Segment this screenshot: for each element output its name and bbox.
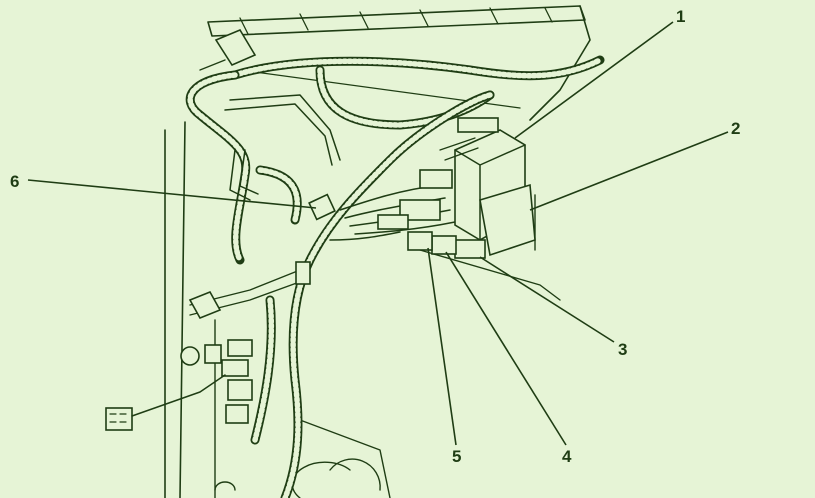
- relay-block: [439, 117, 536, 257]
- leader-5: [427, 247, 457, 446]
- lower-left-components: [105, 28, 257, 491]
- leader-3: [479, 256, 615, 343]
- leader-1: [514, 21, 674, 139]
- callout-4: 4: [562, 447, 572, 466]
- callout-1: 1: [676, 7, 685, 26]
- wiring-harness: [185, 55, 605, 498]
- connectors: [377, 169, 486, 259]
- callout-2: 2: [731, 119, 740, 138]
- callout-5: 5: [452, 447, 461, 466]
- leader-4: [445, 251, 567, 446]
- loose-connector: [105, 407, 133, 431]
- leader-6: [27, 179, 317, 209]
- connector-6: [295, 193, 336, 285]
- callout-6: 6: [10, 172, 19, 191]
- callout-3: 3: [618, 340, 627, 359]
- callout-labels: 1 2 3 4 5 6: [10, 7, 740, 466]
- leader-2: [529, 131, 729, 211]
- leader-lines: [27, 21, 729, 446]
